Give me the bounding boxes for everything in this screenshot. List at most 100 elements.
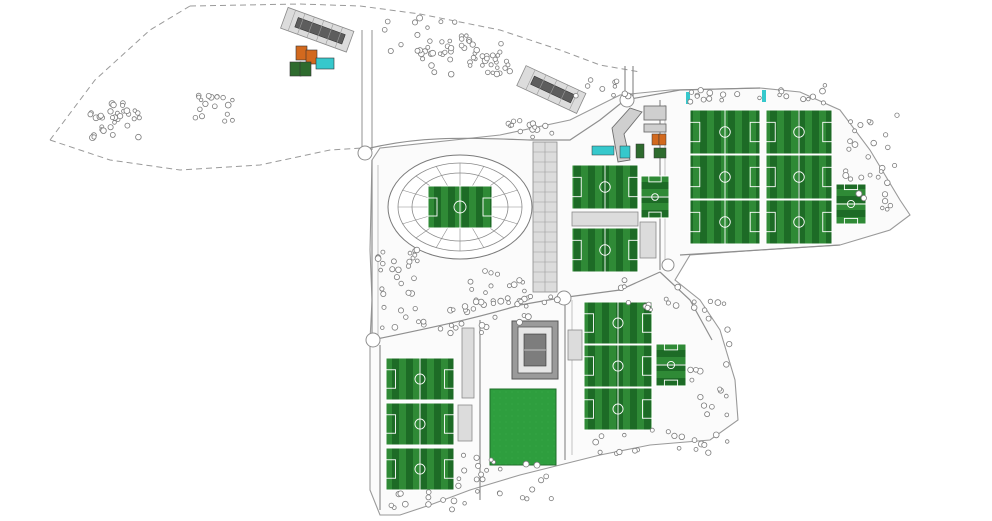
tree-icon bbox=[490, 300, 496, 306]
tree-icon bbox=[478, 321, 486, 329]
tree-icon bbox=[706, 89, 714, 97]
tree-icon bbox=[523, 303, 529, 309]
tree-icon bbox=[701, 441, 708, 448]
tree-icon bbox=[492, 314, 498, 320]
tree-icon bbox=[517, 118, 523, 124]
tree-icon bbox=[532, 124, 538, 130]
tree-icon bbox=[470, 54, 477, 61]
tennis-court bbox=[305, 49, 318, 65]
tree-icon bbox=[484, 55, 490, 62]
tree-icon bbox=[717, 386, 723, 392]
tree-icon bbox=[509, 122, 515, 128]
pitch-markings bbox=[656, 343, 686, 387]
tree-icon bbox=[414, 31, 421, 38]
tree-icon bbox=[398, 41, 404, 48]
tree-icon bbox=[230, 97, 235, 103]
tree-icon bbox=[461, 303, 469, 310]
tree-icon bbox=[860, 195, 867, 202]
tree-icon bbox=[524, 496, 530, 502]
tree-icon bbox=[687, 98, 694, 105]
tree-icon bbox=[892, 162, 898, 168]
tree-icon bbox=[644, 304, 651, 311]
tree-icon bbox=[846, 146, 852, 152]
tree-icon bbox=[714, 299, 722, 306]
pitch-markings bbox=[571, 228, 639, 272]
pitch-markings bbox=[689, 200, 761, 244]
tree-icon bbox=[693, 366, 699, 373]
tree-icon bbox=[110, 101, 117, 109]
tree-icon bbox=[542, 122, 549, 130]
tree-icon bbox=[865, 154, 871, 160]
tree-icon bbox=[543, 473, 549, 480]
pitch-markings bbox=[641, 175, 669, 219]
tree-icon bbox=[466, 39, 472, 44]
tree-icon bbox=[852, 128, 857, 134]
tree-icon bbox=[397, 490, 404, 497]
tree-icon bbox=[425, 25, 430, 30]
tree-icon bbox=[124, 122, 131, 129]
tree-icon bbox=[374, 255, 382, 262]
tree-icon bbox=[549, 130, 555, 136]
tree-icon bbox=[214, 94, 220, 100]
tree-icon bbox=[192, 114, 199, 121]
tree-icon bbox=[425, 501, 432, 508]
tree-icon bbox=[431, 69, 438, 76]
tree-icon bbox=[519, 495, 526, 501]
north-west-facilities bbox=[280, 6, 355, 77]
tree-icon bbox=[847, 176, 854, 182]
tree-icon bbox=[881, 198, 889, 205]
tree-icon bbox=[694, 93, 700, 99]
tree-icon bbox=[704, 411, 710, 418]
tree-icon bbox=[469, 286, 475, 292]
tree-icon bbox=[819, 87, 826, 95]
tree-icon bbox=[416, 319, 421, 325]
tree-icon bbox=[482, 268, 488, 274]
tree-icon bbox=[498, 41, 504, 47]
tree-icon bbox=[529, 486, 536, 493]
training-pitches-south-east bbox=[583, 301, 687, 431]
tree-icon bbox=[649, 427, 655, 433]
artificial-pitch bbox=[489, 388, 557, 466]
tree-icon bbox=[598, 433, 605, 439]
tree-icon bbox=[473, 476, 480, 483]
tree-icon bbox=[390, 258, 397, 265]
tree-icon bbox=[442, 49, 448, 55]
tree-icon bbox=[107, 108, 114, 115]
grandstand-north-west bbox=[280, 6, 355, 53]
tennis-court bbox=[299, 61, 312, 77]
tree-icon bbox=[533, 461, 541, 469]
tree-icon bbox=[621, 90, 628, 97]
tree-icon bbox=[516, 277, 523, 284]
pitch-markings bbox=[765, 155, 833, 199]
tree-icon bbox=[510, 281, 518, 289]
tree-icon bbox=[405, 263, 412, 269]
tree-icon bbox=[701, 307, 708, 313]
tennis-court bbox=[651, 133, 660, 146]
tree-icon bbox=[858, 174, 865, 181]
tree-icon bbox=[484, 467, 490, 473]
tree-icon bbox=[697, 393, 704, 401]
tree-icon bbox=[510, 118, 517, 124]
tree-icon bbox=[109, 131, 116, 138]
tree-icon bbox=[878, 169, 884, 174]
indoor-arena bbox=[511, 320, 559, 380]
tree-icon bbox=[425, 45, 431, 50]
tree-icon bbox=[676, 445, 682, 451]
tree-icon bbox=[447, 329, 454, 337]
tree-icon bbox=[705, 315, 712, 322]
tree-icon bbox=[467, 63, 473, 68]
tree-icon bbox=[625, 299, 632, 306]
tree-icon bbox=[439, 39, 445, 45]
tree-icon bbox=[420, 318, 427, 325]
tennis-court bbox=[653, 147, 667, 159]
tree-icon bbox=[887, 202, 894, 209]
pitch-markings bbox=[765, 200, 833, 244]
tree-icon bbox=[705, 449, 712, 456]
tree-icon bbox=[229, 117, 235, 123]
tree-icon bbox=[592, 438, 599, 446]
tree-icon bbox=[110, 115, 116, 121]
tree-icon bbox=[693, 446, 699, 452]
tree-icon bbox=[220, 94, 226, 101]
tree-icon bbox=[131, 116, 137, 122]
tree-icon bbox=[584, 83, 591, 89]
